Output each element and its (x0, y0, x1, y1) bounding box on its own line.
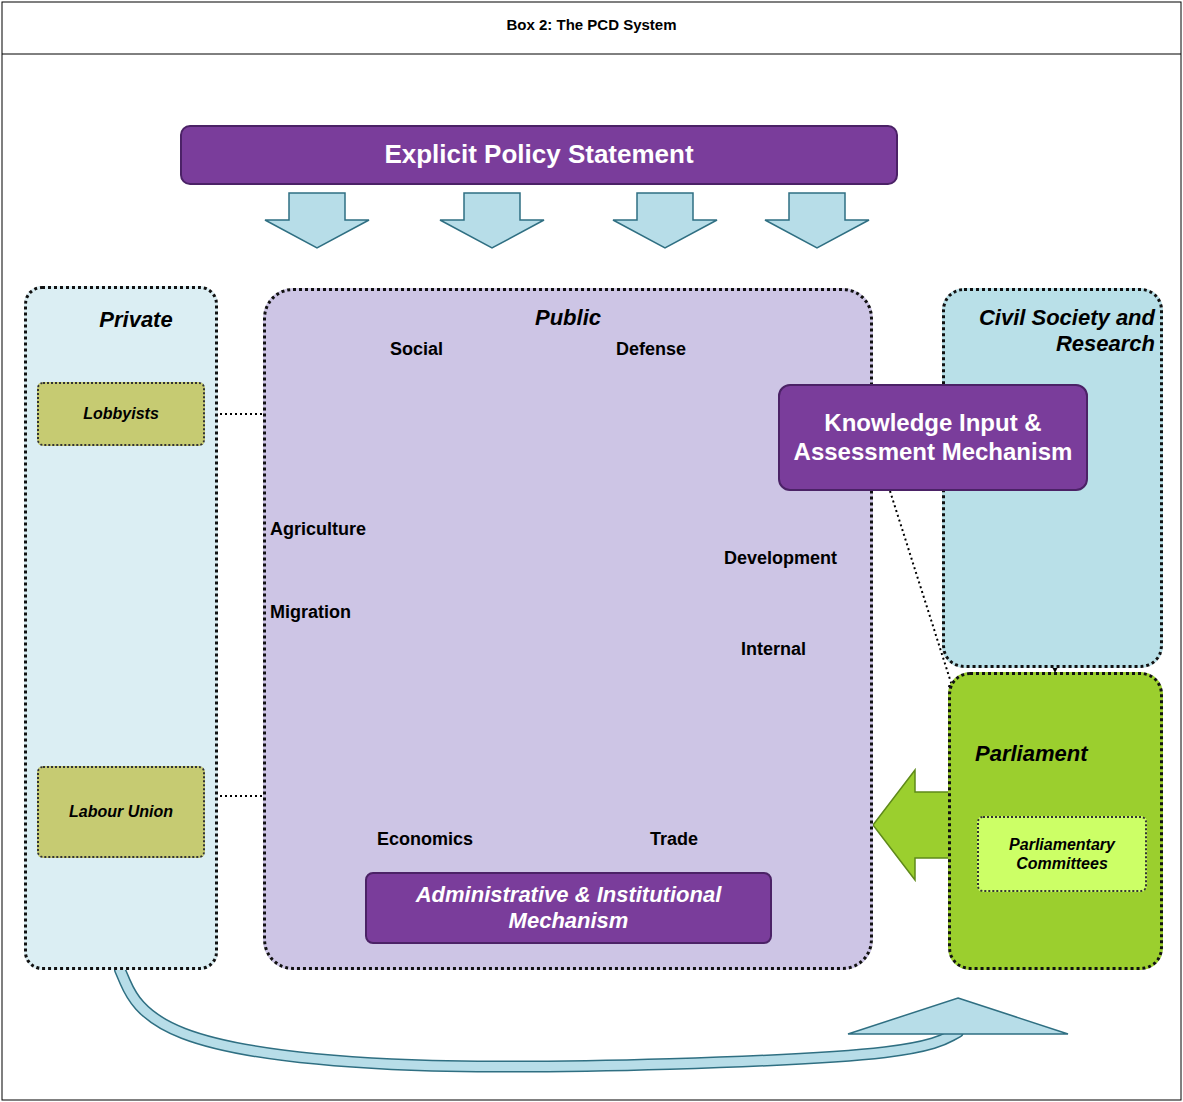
block-arrow (265, 193, 369, 248)
mechanism-box: Administrative & Institutional Mechanism (365, 872, 772, 944)
sector-label: Economics (375, 829, 475, 851)
sector-region: PrivateLobbyistsLabour Union (24, 286, 218, 970)
node-text: Private (57, 307, 215, 333)
actor-box: Lobbyists (37, 382, 205, 446)
block-arrow (873, 770, 960, 880)
sector-label: Social (388, 339, 445, 361)
node-text: Parliament (975, 741, 1160, 767)
policy-bar: Explicit Policy Statement (180, 125, 898, 185)
connector (765, 193, 869, 248)
curved-arrow (120, 970, 958, 1067)
node-text: Explicit Policy Statement (384, 139, 693, 170)
arrowhead (848, 998, 1068, 1034)
sector-label: Defense (614, 339, 688, 361)
parliament-region: ParliamentParliamentary Committees (948, 672, 1163, 970)
connector (120, 970, 1068, 1067)
node-text: Parliamentary Committees (983, 835, 1141, 873)
sector-label: Migration (268, 602, 353, 624)
sector-label: Development (722, 548, 839, 570)
connector (265, 193, 369, 248)
connector (440, 193, 544, 248)
connector (873, 770, 960, 880)
sector-label: Agriculture (268, 519, 368, 541)
block-arrow (765, 193, 869, 248)
node-text: Administrative & Institutional Mechanism (377, 882, 760, 935)
committee-box: Parliamentary Committees (977, 816, 1147, 892)
node-text: Labour Union (69, 802, 173, 821)
node-text: Lobbyists (83, 404, 159, 423)
sector-label: Trade (648, 829, 700, 851)
connector (613, 193, 717, 248)
block-arrow (613, 193, 717, 248)
actor-box: Labour Union (37, 766, 205, 858)
sector-label: Internal (739, 639, 808, 661)
node-text: Public (266, 305, 870, 331)
block-arrow (440, 193, 544, 248)
mechanism-box: Knowledge Input & Assessment Mechanism (778, 384, 1088, 491)
header-rule (2, 54, 1181, 55)
node-text: Knowledge Input & Assessment Mechanism (790, 409, 1076, 467)
diagram-title: Box 2: The PCD System (0, 16, 1183, 33)
curved-arrow-outline (120, 970, 958, 1067)
node-text: Civil Society and Research (977, 305, 1155, 358)
